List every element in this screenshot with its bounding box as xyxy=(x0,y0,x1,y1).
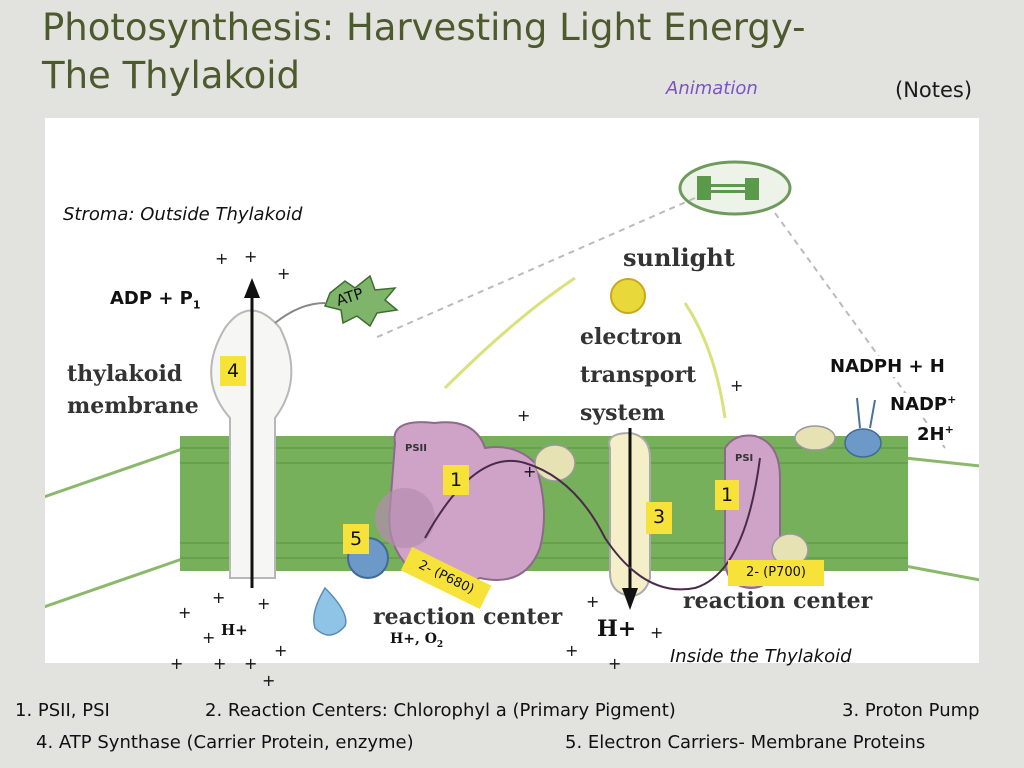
label-box-1-psi: 1 xyxy=(715,480,739,510)
atp-output-path xyxy=(274,302,326,324)
label-box-4: 4 xyxy=(220,356,246,386)
thylakoid-diagram: Stroma: Outside Thylakoid Inside the Thy… xyxy=(45,118,979,689)
nadp-label: NADP+ xyxy=(890,393,957,415)
label-box-1-psii: 1 xyxy=(443,465,469,495)
2h-text: 2H xyxy=(917,424,945,445)
plus-sign: + xyxy=(170,654,184,673)
arrow-head-up xyxy=(244,278,260,298)
sunlight-label: sunlight xyxy=(623,243,735,272)
slide-title: Photosynthesis: Harvesting Light Energy-… xyxy=(42,4,842,100)
chloroplast-inset xyxy=(678,160,792,216)
plus-sign: + xyxy=(213,654,227,673)
legend-item-5: 5. Electron Carriers- Membrane Proteins xyxy=(565,732,926,753)
notes-link[interactable]: (Notes) xyxy=(895,78,973,102)
slide-title-line2: The Thylakoid xyxy=(42,54,300,97)
psii-text: PSII xyxy=(405,443,427,454)
electron-carrier-1 xyxy=(534,444,576,482)
membrane-line2: membrane xyxy=(67,393,199,419)
plus-sign: + xyxy=(202,628,216,647)
plus-sign: + xyxy=(730,376,744,395)
plus-sign: + xyxy=(274,641,288,660)
plus-sign: + xyxy=(244,247,258,266)
plus-sign: + xyxy=(262,671,276,690)
water-products-text: H+, O xyxy=(390,631,437,647)
atp-burst-icon xyxy=(323,274,399,328)
2h-sup: + xyxy=(944,423,954,436)
nadp-sup: + xyxy=(947,393,957,406)
plus-sign: + xyxy=(586,592,600,611)
adp-subscript: 1 xyxy=(192,298,201,312)
label-box-3: 3 xyxy=(646,502,672,534)
label-box-5: 5 xyxy=(343,524,369,554)
zoom-line-right xyxy=(774,212,946,449)
zoom-line-left xyxy=(374,197,696,339)
ets-line1: electron xyxy=(580,324,683,350)
left-membrane-edge-top xyxy=(45,446,186,499)
left-membrane-edge-bottom xyxy=(45,556,186,609)
psi-text: PSI xyxy=(735,453,754,464)
nadp-arrows xyxy=(856,397,876,429)
plus-sign: + xyxy=(523,462,537,481)
electron-transport-label: electron transport system xyxy=(580,318,696,432)
adp-pi-label: ADP + P1 xyxy=(110,288,201,312)
reaction-center-psii-label: reaction center xyxy=(373,604,563,630)
plus-sign: + xyxy=(215,249,229,268)
psii-antenna xyxy=(375,488,435,548)
ets-line3: system xyxy=(580,400,665,426)
hplus-large-label: H+ xyxy=(597,616,637,642)
right-membrane-edge-top xyxy=(904,456,979,468)
water-sub: 2 xyxy=(436,639,444,650)
legend-item-4: 4. ATP Synthase (Carrier Protein, enzyme… xyxy=(36,732,414,753)
plus-sign: + xyxy=(517,406,531,425)
label-box-p700: 2- (P700) xyxy=(728,560,824,586)
diagram-artwork xyxy=(45,160,979,636)
right-membrane-edge-bottom xyxy=(904,564,979,582)
nadp-reductase xyxy=(844,428,882,458)
thylakoid-membrane-label: thylakoid membrane xyxy=(67,358,199,422)
reaction-center-psi-label: reaction center xyxy=(683,588,873,614)
inside-thylakoid-label: Inside the Thylakoid xyxy=(670,646,852,667)
adp-text: ADP + P xyxy=(110,288,193,309)
water-droplet-icon xyxy=(313,586,347,636)
nadp-text: NADP xyxy=(890,394,948,415)
legend-item-1: 1. PSII, PSI xyxy=(15,700,110,721)
legend-item-3: 3. Proton Pump xyxy=(842,700,980,721)
plus-sign: + xyxy=(565,641,579,660)
animation-link[interactable]: Animation xyxy=(666,78,758,99)
plus-sign: + xyxy=(212,588,226,607)
plus-sign: + xyxy=(650,623,664,642)
arrow-head-down xyxy=(622,588,638,610)
sun-icon xyxy=(610,278,646,314)
hplus-small-label: H+ xyxy=(221,621,248,639)
plus-sign: + xyxy=(178,603,192,622)
ferredoxin-carrier xyxy=(794,425,836,451)
plus-sign: + xyxy=(244,654,258,673)
plus-sign: + xyxy=(257,594,271,613)
water-products-label: H+, O2 xyxy=(390,631,443,650)
plus-sign: + xyxy=(608,654,622,673)
legend-item-2: 2. Reaction Centers: Chlorophyl a (Prima… xyxy=(205,700,676,721)
light-ray-right xyxy=(683,302,727,419)
stroma-label: Stroma: Outside Thylakoid xyxy=(63,204,303,225)
slide-title-line1: Photosynthesis: Harvesting Light Energy- xyxy=(42,6,806,49)
electron-flow-path xyxy=(424,457,761,591)
2h-label: 2H+ xyxy=(917,423,954,445)
chloroplast-grana xyxy=(697,176,759,200)
plus-sign: + xyxy=(277,264,291,283)
nadph-label: NADPH + H xyxy=(830,356,945,377)
light-ray-left xyxy=(443,276,576,390)
membrane-line1: thylakoid xyxy=(67,361,183,387)
ets-line2: transport xyxy=(580,362,697,388)
